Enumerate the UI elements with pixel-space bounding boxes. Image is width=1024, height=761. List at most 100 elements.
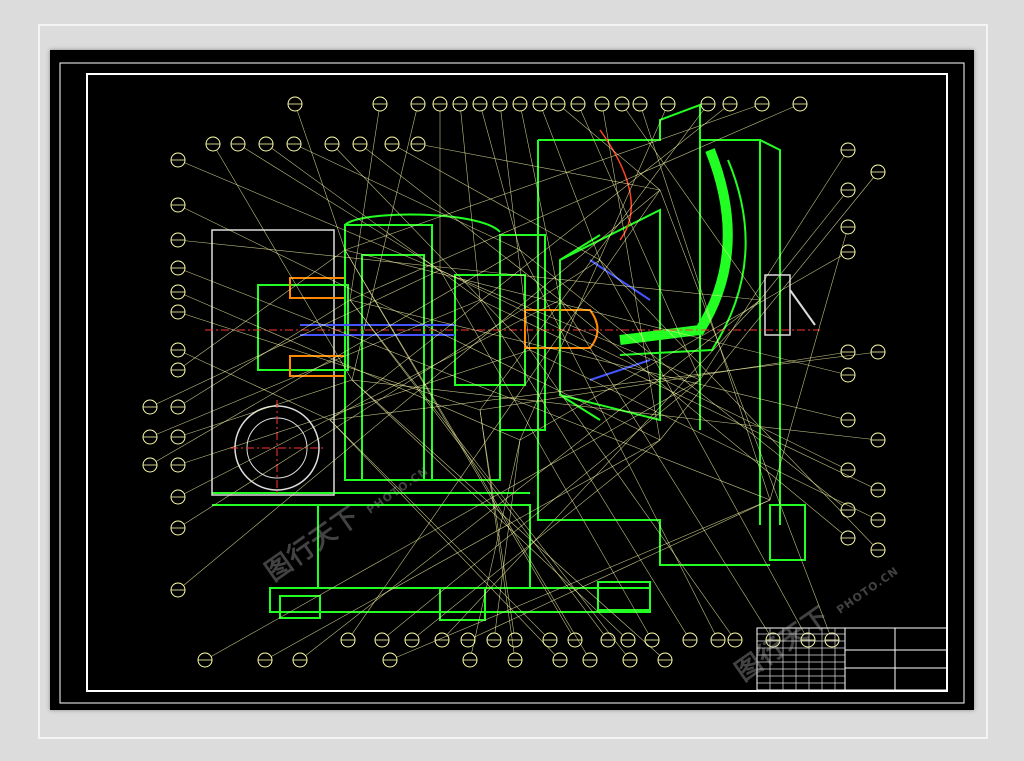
- callout-leader-line: [389, 499, 771, 661]
- support-bracket: [769, 504, 806, 561]
- callout-leader-line: [459, 103, 481, 301]
- callout-leader-line: [329, 419, 561, 661]
- shaft-details: [300, 259, 651, 381]
- title-block: [756, 627, 948, 691]
- drawing-outer-border: [59, 62, 965, 704]
- callout-leader-line: [479, 409, 516, 661]
- callout-leader-line: [177, 204, 661, 441]
- callout-leader-line: [344, 249, 591, 661]
- callout-leader-line: [149, 299, 481, 438]
- callout-leader-line: [359, 143, 561, 301]
- callout-leader-line: [329, 419, 551, 641]
- callout-leader-line: [351, 379, 879, 441]
- callout-leader-line: [204, 379, 701, 661]
- callout-leader-line: [177, 189, 661, 591]
- callout-leader-line: [149, 249, 521, 466]
- callout-leader-line: [177, 259, 601, 529]
- callout-leader-line: [621, 103, 761, 301]
- callout-leader-line: [479, 103, 521, 251]
- callout-leader-line: [479, 299, 691, 641]
- callout-leader-line: [177, 249, 346, 371]
- bearing-cap-bottom: [289, 355, 346, 377]
- callout-leader-line: [237, 143, 441, 271]
- callout-leader-line: [177, 239, 761, 301]
- pump-casing-left: [537, 140, 770, 566]
- callout-leader-line: [557, 103, 661, 191]
- callout-leader-line: [149, 269, 441, 408]
- callout-leader-line: [417, 143, 661, 191]
- callout-leader-line: [347, 189, 661, 641]
- callout-leader-line: [349, 299, 631, 661]
- callout-leader-line: [264, 439, 661, 661]
- callout-leader-line: [344, 249, 849, 376]
- gearbox-top-curve: [344, 213, 501, 233]
- assembly-geometry: [211, 103, 816, 621]
- callout-leader-line: [177, 299, 351, 408]
- volute-channel: [619, 148, 733, 345]
- callout-leader-line: [519, 103, 561, 301]
- volute-outer: [619, 159, 747, 356]
- callout-leader-line: [349, 103, 381, 301]
- gear-wheel: [361, 254, 425, 481]
- callout-leader-line: [577, 103, 701, 381]
- callout-leader-line: [659, 189, 833, 641]
- callout-leader-line: [177, 299, 561, 498]
- centerlines: [205, 329, 820, 495]
- base-right-foot: [597, 581, 651, 611]
- callout-leader-line: [441, 299, 761, 641]
- callout-leader-line: [759, 189, 849, 301]
- callout-leader-line: [539, 103, 601, 261]
- callout-leader-line: [344, 103, 763, 251]
- callout-leader-line: [177, 267, 771, 501]
- title-block-grid: [757, 628, 845, 690]
- impeller-detail-lower: [589, 359, 651, 381]
- pump-casing-right: [759, 139, 781, 525]
- cad-drawing-canvas: [50, 50, 974, 710]
- gearbox-body: [344, 224, 433, 481]
- callout-leader-line: [349, 103, 801, 301]
- callout-leader-line: [212, 143, 353, 381]
- callout-leader-line: [381, 379, 701, 641]
- callout-leader-line: [294, 103, 346, 251]
- callout-leader-line: [329, 103, 731, 421]
- callout-leader-line: [493, 439, 521, 641]
- callout-leader-line: [293, 143, 521, 251]
- callout-leader-line: [177, 379, 353, 438]
- impeller-detail-upper: [589, 259, 651, 301]
- callout-leader-line: [559, 299, 849, 539]
- callout-leader-line: [177, 349, 331, 421]
- base-left-foot: [279, 595, 321, 619]
- callout-leader-line: [559, 299, 774, 641]
- callout-leader-line: [299, 299, 761, 661]
- callout-leader-line: [177, 291, 521, 441]
- drawing-inner-border: [86, 73, 948, 692]
- callout-leader-line: [479, 103, 709, 411]
- motor-housing: [211, 229, 335, 496]
- base-rail: [269, 587, 651, 613]
- callout-leader-line: [479, 409, 516, 641]
- callout-leader-line: [499, 103, 531, 351]
- callout-leader-line: [351, 379, 666, 661]
- callout-leader-line: [769, 226, 849, 501]
- callout-leader-line: [479, 299, 879, 491]
- discharge-pipe: [599, 129, 632, 241]
- callout-leader-line: [411, 439, 661, 641]
- callout-leader-line: [639, 103, 771, 501]
- callout-leader-line: [479, 351, 849, 411]
- callout-leader-line: [331, 143, 531, 351]
- callout-leader-line: [439, 269, 653, 641]
- callout-leader-line: [519, 249, 849, 511]
- callout-leader-line: [659, 171, 879, 441]
- lever-handle: [789, 289, 816, 326]
- bearing-cap-top: [289, 277, 346, 299]
- callout-leader-line: [529, 349, 736, 641]
- page-outer-frame: [38, 24, 988, 739]
- base-center-foot: [439, 587, 486, 621]
- callout-leader-line: [265, 143, 481, 301]
- callout-leader-line: [599, 259, 809, 641]
- callout-leader-line: [391, 143, 601, 261]
- callout-leader-line: [599, 259, 879, 551]
- callout-leader-line: [469, 439, 521, 661]
- gearbox-lower-wall: [432, 375, 501, 481]
